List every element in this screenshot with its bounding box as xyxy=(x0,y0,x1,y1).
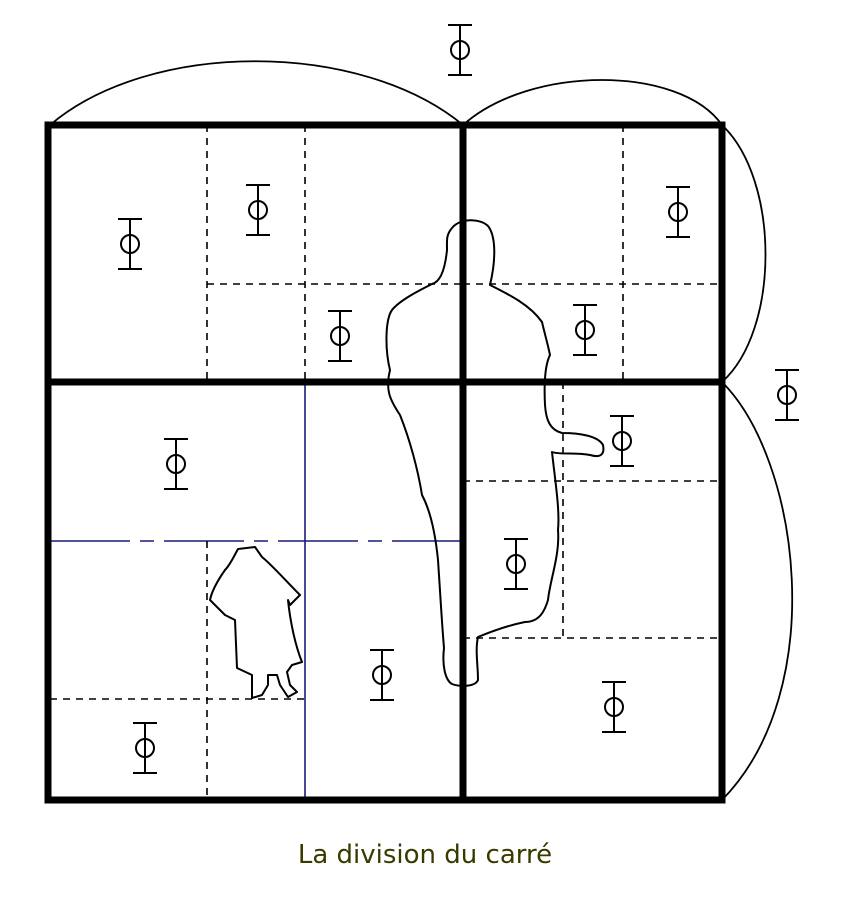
phi-symbol xyxy=(246,184,270,236)
top-left-arc xyxy=(49,60,464,126)
right-upper-arc xyxy=(721,124,767,383)
top-right-arc xyxy=(462,79,723,126)
outer-square xyxy=(44,121,726,804)
phi-symbol xyxy=(164,438,188,490)
main-square xyxy=(44,121,726,804)
dashed-subdivisions xyxy=(50,125,722,800)
phi-symbols xyxy=(118,24,799,774)
phi-symbol xyxy=(573,304,597,356)
phi-symbol xyxy=(133,722,157,774)
phi-symbol xyxy=(118,218,142,270)
phi-symbol xyxy=(666,186,690,238)
construction-arcs xyxy=(49,60,794,801)
phi-symbol xyxy=(448,24,472,76)
phi-symbol xyxy=(504,538,528,590)
diagram-caption: La division du carré xyxy=(297,840,553,870)
phi-symbol xyxy=(328,310,352,362)
right-lower-arc xyxy=(721,381,794,801)
large-figure-silhouette xyxy=(385,219,605,687)
square-division-diagram xyxy=(44,24,799,804)
phi-symbol xyxy=(602,681,626,733)
phi-symbol xyxy=(610,415,634,467)
blue-guides xyxy=(50,382,463,800)
small-figure-silhouette xyxy=(209,546,303,699)
phi-symbol xyxy=(775,369,799,421)
phi-symbol xyxy=(370,649,394,701)
